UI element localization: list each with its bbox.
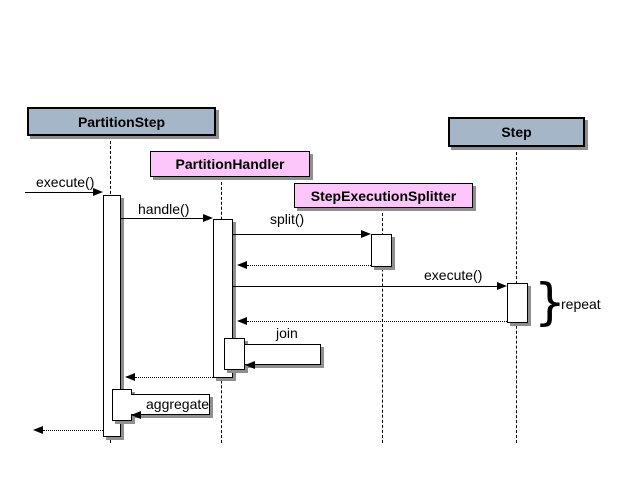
message-line-execute-1 — [25, 192, 94, 193]
message-label-execute-2: execute() — [424, 267, 483, 283]
participant-partitionhandler: PartitionHandler — [150, 151, 310, 177]
repeat-brace: } — [534, 273, 566, 331]
arrowhead-return-final — [33, 426, 43, 434]
participant-step: Step — [448, 117, 585, 147]
arrowhead-split — [361, 230, 371, 238]
message-label-split: split() — [270, 211, 305, 227]
arrowhead-join — [245, 361, 255, 369]
message-line-split — [233, 234, 361, 235]
participant-stepexecutionsplitter: StepExecutionSplitter — [294, 183, 473, 208]
arrowhead-return-handle — [125, 373, 135, 381]
participant-partitionhandler-label: PartitionHandler — [175, 156, 285, 172]
participant-stepexecutionsplitter-label: StepExecutionSplitter — [310, 187, 457, 204]
return-line-step — [247, 321, 507, 322]
arrowhead-return-step — [237, 317, 247, 325]
participant-partitionstep: PartitionStep — [27, 107, 216, 136]
return-line-handle — [135, 377, 213, 378]
repeat-label: repeat — [561, 296, 601, 312]
activation-stepexecutionsplitter — [371, 234, 392, 267]
arrowhead-aggregate — [131, 411, 141, 419]
message-label-execute-1: execute() — [36, 174, 95, 190]
participant-step-label: Step — [501, 124, 532, 140]
message-label-aggregate: aggregate — [146, 396, 210, 412]
arrowhead-execute-1 — [93, 188, 103, 196]
activation-partitionstep — [103, 195, 121, 437]
self-message-join-loop — [245, 344, 321, 365]
arrowhead-return-split — [237, 261, 247, 269]
lifeline-stepexecutionsplitter — [382, 208, 383, 443]
message-label-join: join — [276, 325, 298, 341]
activation-step — [507, 283, 528, 323]
activation-join-nested — [224, 338, 245, 370]
message-line-execute-2 — [233, 286, 497, 287]
activation-aggregate-nested — [112, 389, 132, 421]
message-label-handle: handle() — [138, 201, 190, 217]
return-line-final — [43, 430, 103, 431]
arrowhead-handle — [203, 214, 213, 222]
message-line-handle — [121, 218, 203, 219]
return-line-split — [247, 265, 371, 266]
arrowhead-execute-2 — [497, 282, 507, 290]
self-message-aggregate-loop: aggregate — [131, 394, 210, 415]
participant-partitionstep-label: PartitionStep — [77, 113, 166, 130]
